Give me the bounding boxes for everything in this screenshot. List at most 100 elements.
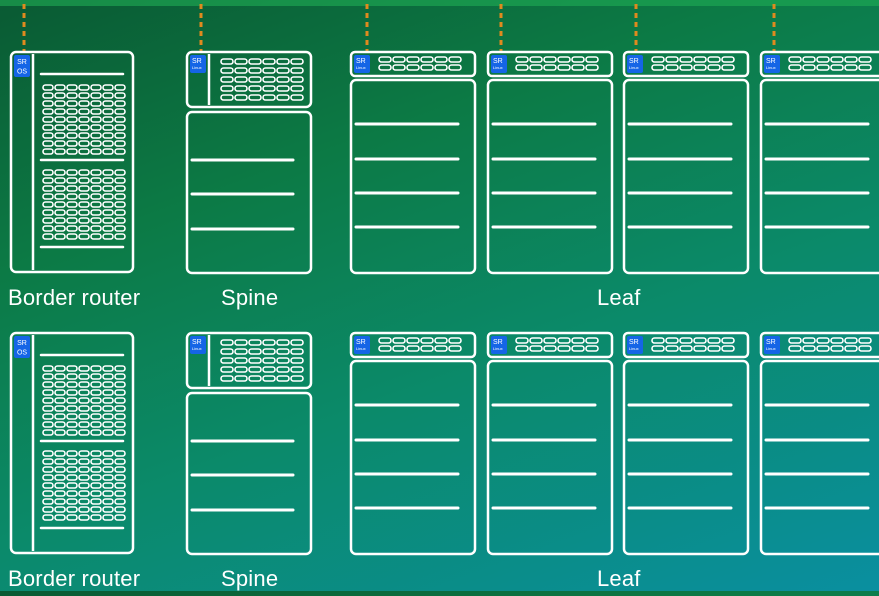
port <box>55 133 65 138</box>
port <box>79 234 89 239</box>
port <box>55 475 65 480</box>
port <box>79 459 89 464</box>
port <box>694 57 706 62</box>
port <box>572 57 584 62</box>
sr-linux-logo: SRLinux <box>354 336 370 354</box>
port <box>67 515 77 520</box>
port <box>221 77 233 82</box>
port <box>103 483 113 488</box>
port <box>722 57 734 62</box>
border-router-label: Border router <box>8 566 140 592</box>
port <box>680 338 692 343</box>
port <box>103 125 113 130</box>
port <box>263 95 275 100</box>
port <box>91 491 101 496</box>
port <box>43 133 53 138</box>
port <box>79 226 89 231</box>
port <box>103 202 113 207</box>
port <box>263 358 275 363</box>
port <box>67 234 77 239</box>
port <box>277 367 289 372</box>
port <box>67 202 77 207</box>
port <box>831 57 843 62</box>
port <box>115 234 125 239</box>
port <box>91 475 101 480</box>
port <box>803 57 815 62</box>
port <box>263 349 275 354</box>
port <box>586 65 598 70</box>
port <box>680 57 692 62</box>
port <box>67 218 77 223</box>
port <box>91 430 101 435</box>
port <box>694 65 706 70</box>
port <box>79 218 89 223</box>
port <box>803 338 815 343</box>
port <box>103 109 113 114</box>
port <box>103 382 113 387</box>
port-grid <box>789 338 871 351</box>
sr-os-logo: SROS <box>14 55 30 77</box>
port <box>708 57 720 62</box>
logo-text: Linux <box>356 346 366 351</box>
port <box>43 226 53 231</box>
port <box>115 101 125 106</box>
port <box>407 57 419 62</box>
port <box>43 366 53 371</box>
port <box>79 430 89 435</box>
port <box>91 459 101 464</box>
port <box>435 65 447 70</box>
leaf: SRLinux <box>761 333 879 554</box>
port <box>249 376 261 381</box>
port <box>249 86 261 91</box>
logo-text: Linux <box>192 346 202 351</box>
port <box>67 483 77 488</box>
port <box>291 376 303 381</box>
border-router-label: Border router <box>8 285 140 311</box>
port <box>79 414 89 419</box>
port <box>277 68 289 73</box>
port <box>55 194 65 199</box>
port <box>407 346 419 351</box>
port <box>421 57 433 62</box>
port <box>91 366 101 371</box>
port <box>115 133 125 138</box>
port <box>435 57 447 62</box>
port <box>67 170 77 175</box>
port <box>91 178 101 183</box>
port <box>91 218 101 223</box>
port <box>79 93 89 98</box>
port <box>67 149 77 154</box>
port <box>277 340 289 345</box>
port <box>55 85 65 90</box>
port <box>249 340 261 345</box>
port <box>449 346 461 351</box>
port <box>221 59 233 64</box>
port <box>421 346 433 351</box>
port <box>115 507 125 512</box>
port <box>55 178 65 183</box>
port <box>103 366 113 371</box>
port <box>859 65 871 70</box>
port <box>115 382 125 387</box>
port <box>263 86 275 91</box>
port <box>115 178 125 183</box>
port <box>103 398 113 403</box>
port <box>379 346 391 351</box>
port <box>55 398 65 403</box>
port <box>115 414 125 419</box>
port <box>652 338 664 343</box>
port <box>516 346 528 351</box>
port <box>55 93 65 98</box>
port <box>115 398 125 403</box>
port <box>43 117 53 122</box>
port <box>103 459 113 464</box>
port <box>79 186 89 191</box>
port <box>43 178 53 183</box>
port <box>516 65 528 70</box>
port <box>55 422 65 427</box>
port <box>680 346 692 351</box>
top-glow <box>0 0 879 6</box>
port <box>558 57 570 62</box>
